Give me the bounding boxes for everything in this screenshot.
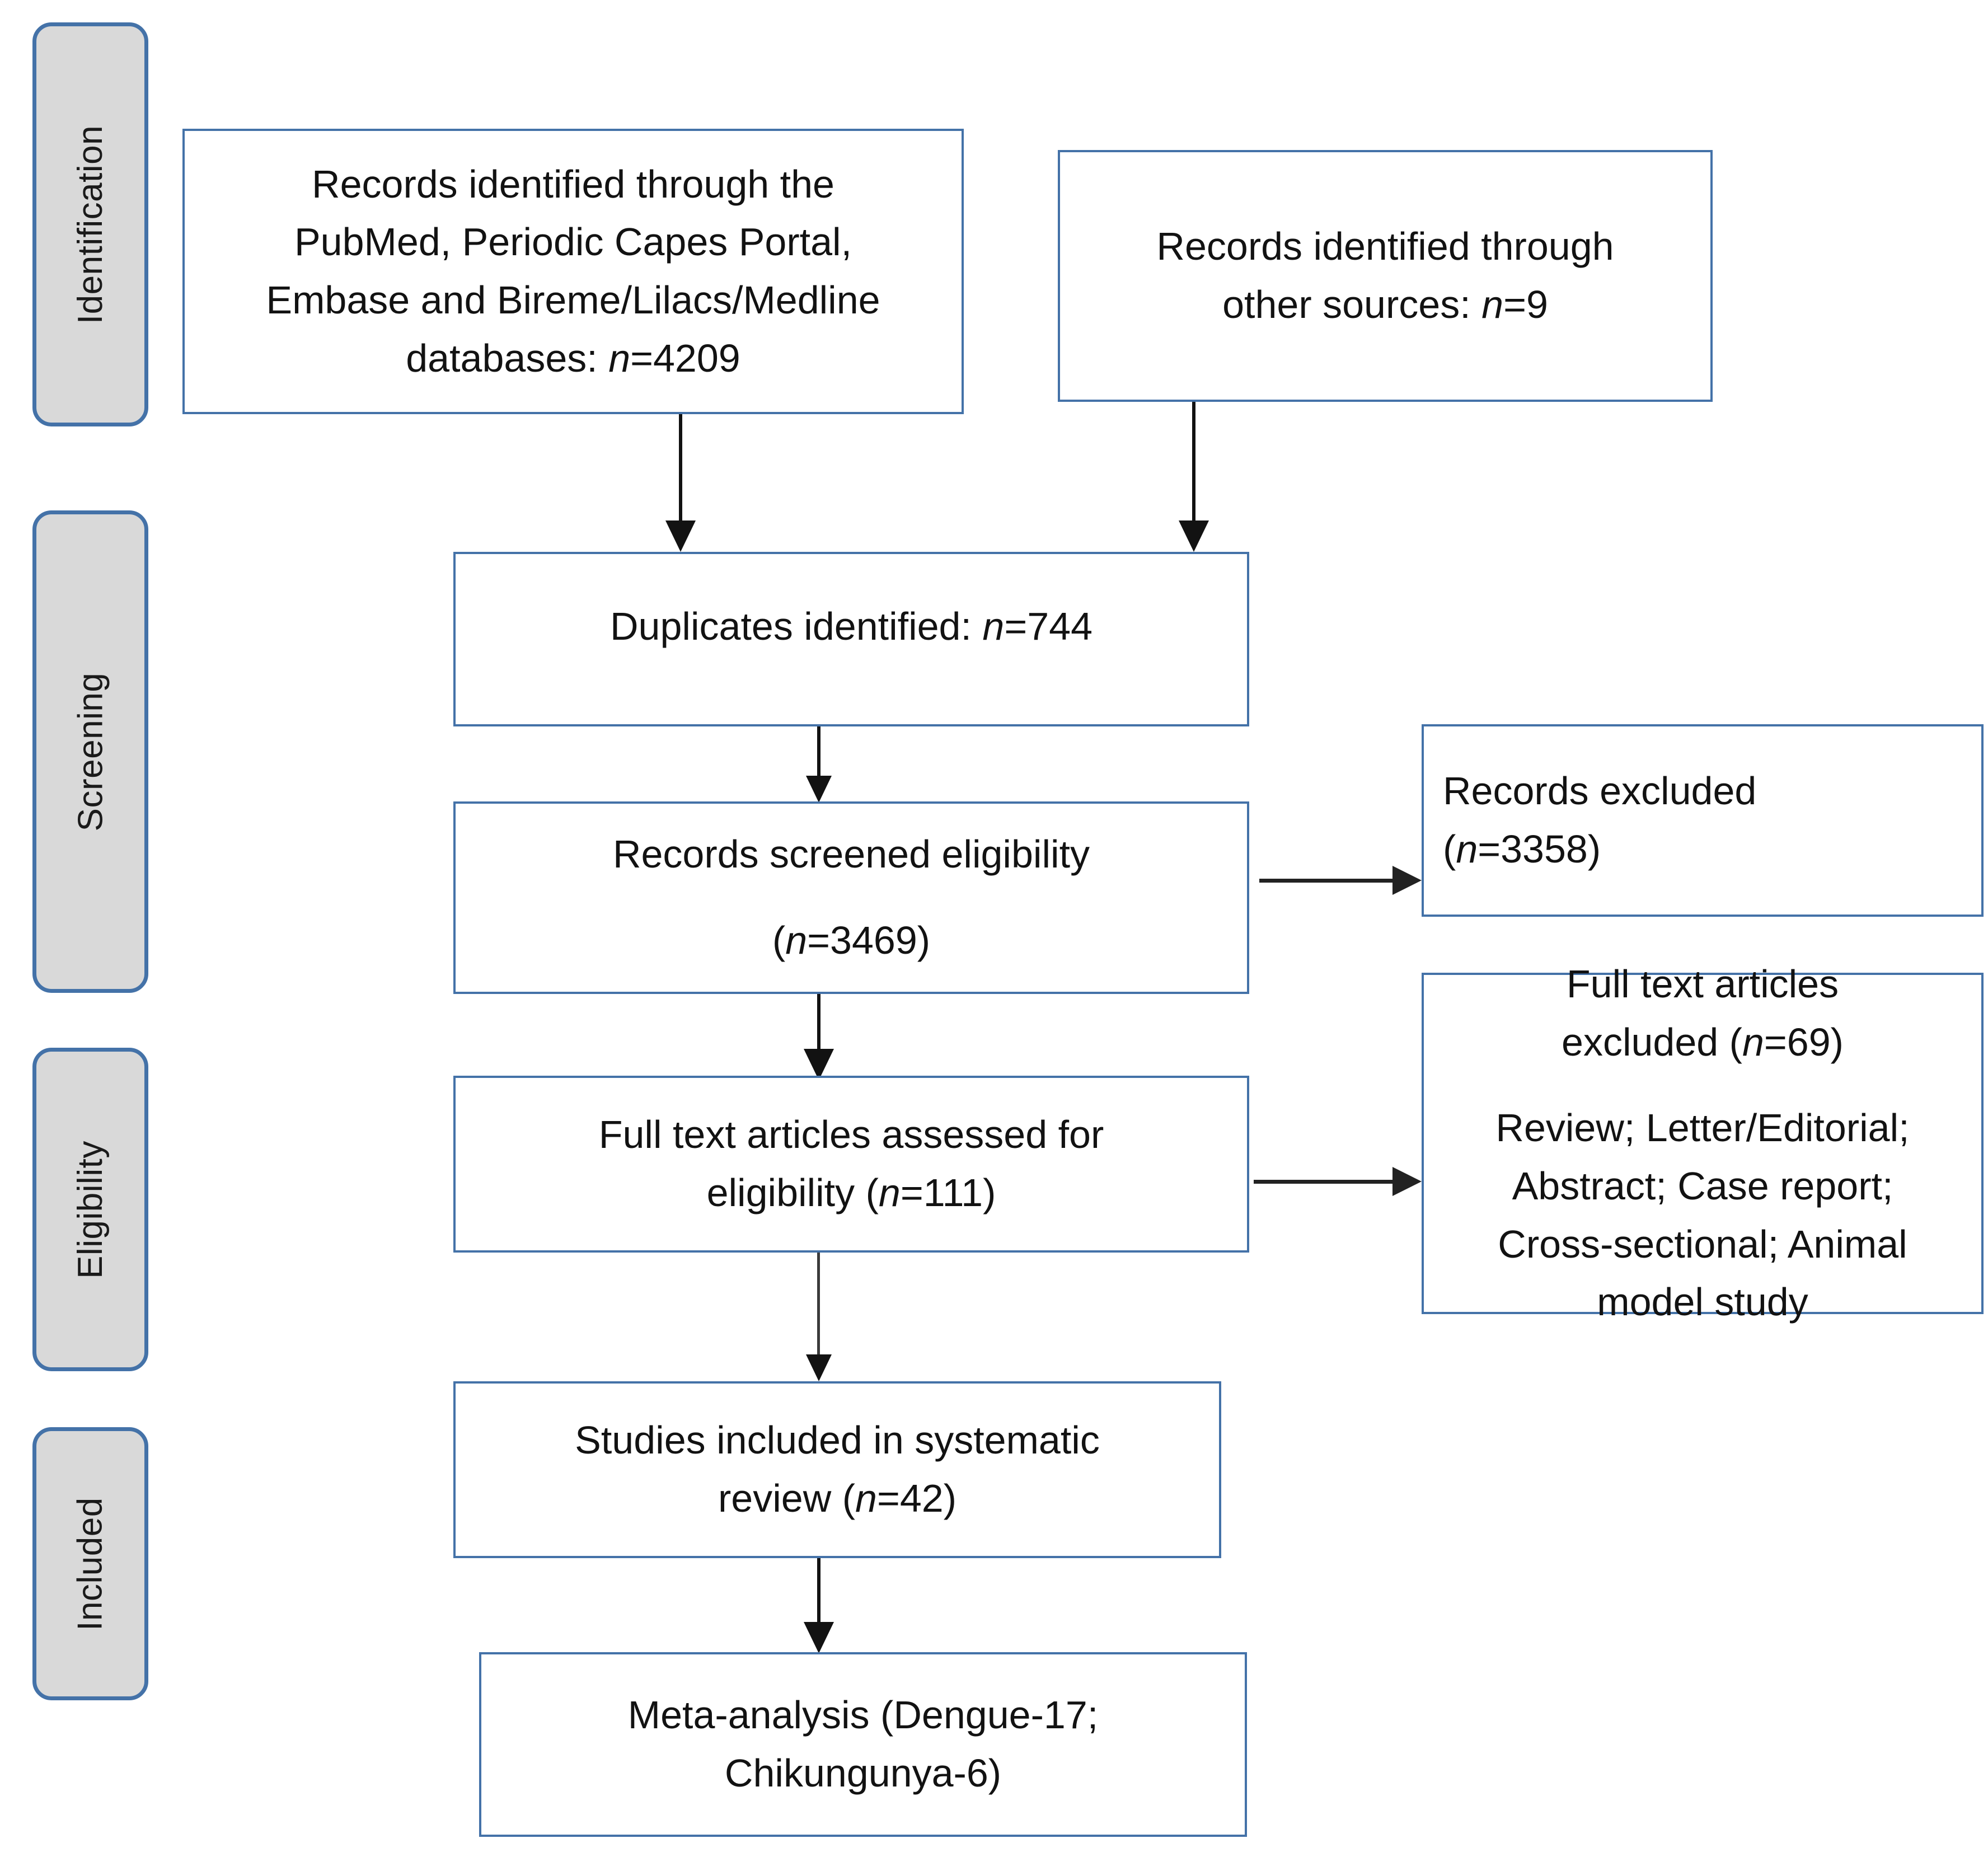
- box-records-screened: Records screened eligibility (n=3469): [453, 801, 1249, 994]
- connector-other-sources-to-duplicates: [1192, 402, 1195, 522]
- stage-pill-identification: Identification: [32, 22, 148, 426]
- box-records-identified-other-sources: Records identified through other sources…: [1058, 150, 1713, 402]
- count-value: =69): [1764, 1020, 1844, 1064]
- italic-n: n: [1742, 1020, 1764, 1064]
- box-studies-included-text: Studies included in systematic review (n…: [456, 1412, 1219, 1527]
- box-duplicates-text: Duplicates identified: n=744: [456, 598, 1247, 656]
- text-line: databases:: [406, 336, 609, 380]
- text-line: Embase and Bireme/Lilacs/Medline: [266, 278, 880, 322]
- text-line: Duplicates identified:: [610, 604, 983, 648]
- stage-pill-screening: Screening: [32, 510, 148, 993]
- text-line: PubMed, Periodic Capes Portal,: [294, 220, 852, 264]
- count-value: =3469): [807, 918, 931, 962]
- box-fulltext-excluded: Full text articles excluded (n=69) Revie…: [1422, 962, 1984, 1324]
- box-meta-analysis: Meta-analysis (Dengue-17; Chikungunya-6): [479, 1652, 1247, 1837]
- text-line: Chikungunya-6): [724, 1751, 1002, 1795]
- italic-n: n: [608, 336, 631, 380]
- italic-n: n: [982, 604, 1005, 648]
- stage-pill-included: Included: [32, 1427, 148, 1700]
- text-line: Meta-analysis (Dengue-17;: [627, 1693, 1099, 1737]
- arrowhead-screened-to-fulltext: [804, 1049, 834, 1080]
- count-value: =9: [1503, 283, 1548, 326]
- text-line: Records screened eligibility: [612, 832, 1090, 876]
- box-records-databases-text: Records identified through the PubMed, P…: [185, 156, 962, 387]
- connector-screened-to-fulltext: [817, 994, 820, 1050]
- text-line: (: [772, 918, 786, 962]
- text-line: excluded (: [1562, 1020, 1742, 1064]
- count-value: =3358): [1478, 827, 1601, 871]
- exclusion-reason-line: Abstract; Case report;: [1512, 1164, 1893, 1208]
- italic-n: n: [1481, 283, 1504, 326]
- text-line: eligibility (: [706, 1171, 879, 1214]
- arrowhead-screened-to-records-excluded: [1392, 866, 1422, 895]
- arrowhead-fulltext-to-fulltext-excluded: [1392, 1167, 1422, 1196]
- count-value: =4209: [630, 336, 740, 380]
- box-duplicates-identified: Duplicates identified: n=744: [453, 552, 1249, 726]
- stage-label-included: Included: [71, 1497, 110, 1631]
- connector-screened-to-records-excluded: [1259, 879, 1394, 883]
- arrowhead-duplicates-to-screened: [806, 776, 832, 803]
- arrowhead-other-sources-to-duplicates: [1179, 520, 1209, 552]
- italic-n: n: [1456, 827, 1478, 871]
- arrowhead-fulltext-to-studies-included: [806, 1354, 832, 1381]
- blank-line-spacer: [1438, 1071, 1967, 1099]
- stage-label-eligibility: Eligibility: [71, 1140, 110, 1279]
- stage-label-identification: Identification: [71, 125, 110, 324]
- text-line: review (: [718, 1476, 856, 1520]
- connector-duplicates-to-screened: [817, 726, 820, 777]
- arrowhead-studies-included-to-meta-analysis: [804, 1622, 834, 1653]
- box-records-excluded-text: Records excluded (n=3358): [1424, 762, 1981, 878]
- exclusion-reason-line: Cross-sectional; Animal: [1498, 1222, 1907, 1266]
- box-studies-included: Studies included in systematic review (n…: [453, 1381, 1221, 1558]
- count-value: =744: [1004, 604, 1093, 648]
- text-line: Full text articles assessed for: [598, 1113, 1104, 1157]
- box-fulltext-assessed: Full text articles assessed for eligibil…: [453, 1076, 1249, 1253]
- italic-n: n: [855, 1476, 877, 1520]
- text-line: Full text articles: [1566, 962, 1839, 1006]
- italic-n: n: [785, 918, 808, 962]
- connector-databases-to-duplicates: [679, 414, 682, 522]
- connector-fulltext-to-studies-included: [817, 1253, 820, 1356]
- connector-studies-included-to-meta-analysis: [817, 1558, 820, 1623]
- stage-pill-eligibility: Eligibility: [32, 1048, 148, 1371]
- box-records-screened-text: Records screened eligibility (n=3469): [456, 826, 1247, 969]
- box-meta-analysis-text: Meta-analysis (Dengue-17; Chikungunya-6): [481, 1686, 1245, 1802]
- italic-n: n: [878, 1171, 901, 1214]
- count-value: =42): [876, 1476, 957, 1520]
- connector-fulltext-to-fulltext-excluded: [1254, 1180, 1394, 1184]
- text-line: Studies included in systematic: [575, 1418, 1100, 1462]
- exclusion-reason-line: model study: [1597, 1280, 1808, 1324]
- text-line: Records identified through the: [312, 162, 834, 206]
- count-value: =111): [900, 1171, 996, 1214]
- text-line: (: [1443, 827, 1456, 871]
- stage-label-screening: Screening: [71, 672, 110, 831]
- text-line: Records excluded: [1443, 769, 1757, 813]
- box-fulltext-excluded-text: Full text articles excluded (n=69) Revie…: [1424, 955, 1981, 1331]
- exclusion-reason-line: Review; Letter/Editorial;: [1495, 1106, 1910, 1150]
- blank-line-spacer: [470, 884, 1232, 912]
- box-records-other-sources-text: Records identified through other sources…: [1060, 218, 1710, 334]
- arrowhead-databases-to-duplicates: [665, 520, 696, 552]
- text-line: other sources:: [1222, 283, 1482, 326]
- box-fulltext-assessed-text: Full text articles assessed for eligibil…: [456, 1106, 1247, 1222]
- box-records-identified-databases: Records identified through the PubMed, P…: [182, 129, 964, 414]
- box-records-excluded: Records excluded (n=3358): [1422, 724, 1984, 917]
- text-line: Records identified through: [1156, 224, 1614, 269]
